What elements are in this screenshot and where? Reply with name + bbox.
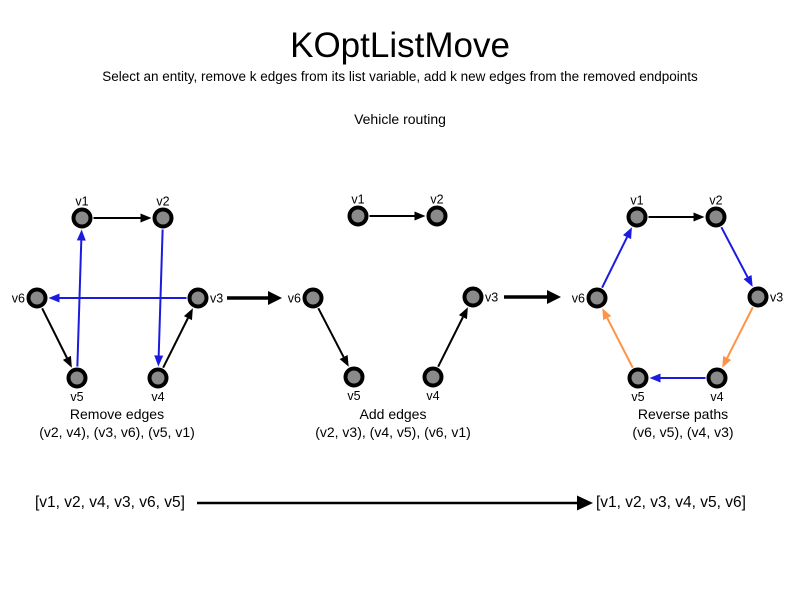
edge-v6-v5-head: [339, 354, 349, 367]
remove-edges-caption-title: Remove edges: [69, 406, 165, 422]
timeline-arrow: [197, 495, 593, 511]
add-edges-graph-node-label-v2: v2: [430, 193, 443, 207]
edge-v6-v5-head: [62, 355, 72, 368]
remove-edges-graph-node-v5: [66, 367, 88, 389]
page-title: KOptListMove: [290, 26, 510, 65]
edge-v6-v1-head: [623, 227, 632, 240]
flow-arrow-2: [504, 290, 561, 304]
add-edges-caption-title: Add edges: [359, 406, 427, 422]
add-edges-graph-node-label-v3: v3: [485, 291, 498, 305]
add-edges-graph-node-v6: [302, 287, 324, 309]
edge-v3-v4-shaft: [726, 306, 754, 359]
edge-v5-v1-shaft: [76, 240, 83, 367]
add-edges-caption-detail: (v2, v3), (v4, v5), (v6, v1): [315, 424, 471, 440]
reverse-paths-graph-node-v1: [626, 206, 648, 228]
edge-v3-v6-head: [48, 293, 60, 303]
reverse-paths-graph: v1 v2 v6 v3 v5 v4: [572, 194, 783, 405]
add-edges-graph-node-v5: [343, 366, 365, 388]
reverse-paths-graph-node-label-v5: v5: [631, 390, 644, 404]
reverse-paths-graph-node-v6: [586, 287, 608, 309]
reverse-paths-graph-node-label-v6: v6: [572, 292, 585, 306]
page-subtitle: Select an entity, remove k edges from it…: [102, 69, 698, 84]
edge-v1-v2-head: [414, 211, 426, 221]
edge-v4-v3-head: [458, 307, 468, 320]
edge-v4-v5-head: [649, 373, 661, 383]
reverse-paths-caption: Reverse paths (v6, v5), (v4, v3): [632, 405, 733, 441]
flow-arrow-1: [227, 291, 282, 305]
remove-edges-caption-detail: (v2, v4), (v3, v6), (v5, v1): [39, 424, 195, 440]
reverse-paths-graph-node-label-v2: v2: [709, 194, 722, 208]
add-edges-graph-node-v1: [347, 205, 369, 227]
add-edges-caption: Add edges (v2, v3), (v4, v5), (v6, v1): [315, 405, 471, 441]
edge-v5-v6-head: [602, 308, 612, 321]
flow-arrow-1-head: [268, 291, 282, 305]
remove-edges-graph-node-v1: [71, 207, 93, 229]
edge-v6-v5-shaft: [317, 307, 345, 358]
edge-v3-v4-head: [722, 355, 732, 368]
edge-v6-v1-shaft: [601, 236, 628, 289]
reverse-paths-graph-node-v4: [706, 367, 728, 389]
add-edges-graph-node-v4: [422, 366, 444, 388]
remove-edges-graph-node-label-v4: v4: [151, 390, 164, 404]
reverse-paths-caption-title: Reverse paths: [637, 406, 729, 422]
remove-edges-graph-node-label-v6: v6: [12, 292, 25, 306]
remove-edges-graph-node-label-v2: v2: [156, 195, 169, 209]
add-edges-graph-node-label-v4: v4: [426, 389, 439, 403]
add-edges-graph-node-v2: [426, 205, 448, 227]
reverse-paths-graph-node-v5: [627, 367, 649, 389]
edge-v6-v5-shaft: [41, 307, 68, 359]
reverse-paths-graph-node-v3: [747, 286, 769, 308]
edge-v4-v3-shaft: [162, 317, 189, 369]
remove-edges-caption: Remove edges (v2, v4), (v3, v6), (v5, v1…: [39, 405, 195, 441]
edge-v2-v4-shaft: [157, 229, 164, 356]
edge-v5-v1-head: [76, 229, 86, 241]
reverse-paths-caption-detail: (v6, v5), (v4, v3): [632, 424, 734, 440]
remove-edges-graph-node-label-v3: v3: [210, 292, 223, 306]
reverse-paths-graph-node-label-v1: v1: [630, 194, 643, 208]
reverse-paths-graph-node-v2: [705, 206, 727, 228]
remove-edges-graph-node-v2: [152, 207, 174, 229]
add-edges-graph-node-label-v5: v5: [347, 389, 360, 403]
scenario-label: Vehicle routing: [354, 111, 446, 127]
remove-edges-graph-node-v4: [147, 367, 169, 389]
list-after: [v1, v2, v3, v4, v5, v6]: [596, 494, 746, 511]
reverse-paths-graph-node-label-v3: v3: [770, 291, 783, 305]
add-edges-graph-node-label-v1: v1: [351, 193, 364, 207]
remove-edges-graph: v1 v2 v6 v3 v5 v4: [12, 195, 223, 405]
edge-v1-v2-head: [140, 213, 152, 223]
edge-v1-v2-head: [693, 212, 705, 222]
add-edges-graph-node-label-v6: v6: [288, 292, 301, 306]
remove-edges-graph-node-label-v5: v5: [70, 390, 83, 404]
timeline-arrow-head: [577, 495, 593, 511]
edge-v2-v3-head: [743, 274, 753, 287]
add-edges-graph: v1 v2 v6 v3 v5 v4: [288, 193, 498, 404]
edge-v5-v6-shaft: [606, 317, 634, 369]
edge-v4-v3-head: [183, 308, 193, 321]
list-before: [v1, v2, v4, v3, v6, v5]: [35, 494, 185, 511]
remove-edges-graph-node-label-v1: v1: [75, 195, 88, 209]
edge-v2-v4-head: [154, 355, 164, 367]
edge-v4-v3-shaft: [437, 316, 464, 368]
reverse-paths-graph-node-label-v4: v4: [710, 390, 723, 404]
remove-edges-graph-node-v3: [187, 287, 209, 309]
remove-edges-graph-node-v6: [26, 287, 48, 309]
edge-v2-v3-shaft: [720, 226, 749, 278]
flow-arrow-2-head: [547, 290, 561, 304]
add-edges-graph-node-v3: [462, 286, 484, 308]
